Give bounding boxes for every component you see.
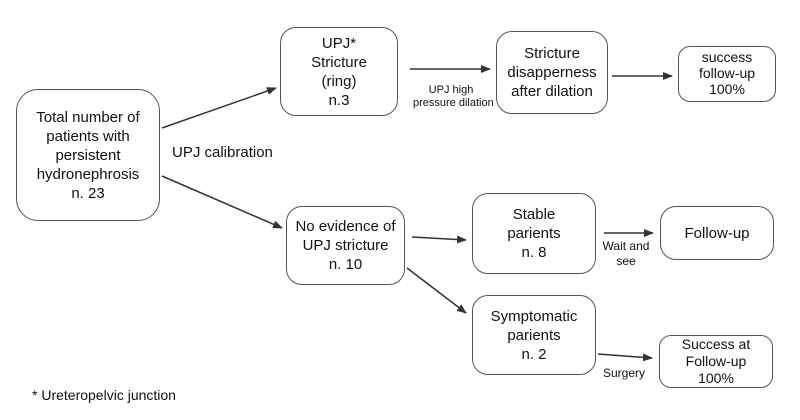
node-followup: Follow-up bbox=[660, 206, 774, 260]
node-stricture-disappearance: Stricture disapperness after dilation bbox=[496, 31, 608, 114]
arrow-total-to-upj-stricture bbox=[161, 87, 277, 129]
arrow-no-evidence-to-symptomatic bbox=[406, 267, 467, 314]
footnote: * Ureteropelvic junction bbox=[32, 387, 176, 403]
node-success-at-followup: Success at Follow-up 100% bbox=[659, 335, 773, 388]
arrow-no-evidence-to-stable bbox=[411, 235, 467, 244]
node-total-patients: Total number of patients with persistent… bbox=[16, 89, 160, 221]
arrow-symptomatic-to-success bbox=[597, 353, 653, 362]
label-surgery: Surgery bbox=[603, 366, 646, 380]
label-high-pressure-dilation: UPJ high pressure dilation bbox=[413, 84, 494, 109]
arrow-total-to-no-evidence bbox=[161, 175, 283, 229]
label-wait-and-see: Wait and see bbox=[602, 239, 650, 268]
node-success-followup: success follow-up 100% bbox=[678, 46, 776, 102]
node-upj-stricture: UPJ* Stricture (ring) n.3 bbox=[280, 27, 398, 116]
node-stable-patients: Stable parients n. 8 bbox=[472, 193, 596, 274]
node-symptomatic-patients: Symptomatic parients n. 2 bbox=[472, 295, 596, 375]
node-no-evidence: No evidence of UPJ stricture n. 10 bbox=[286, 206, 405, 285]
label-upj-calibration: UPJ calibration bbox=[172, 144, 273, 161]
